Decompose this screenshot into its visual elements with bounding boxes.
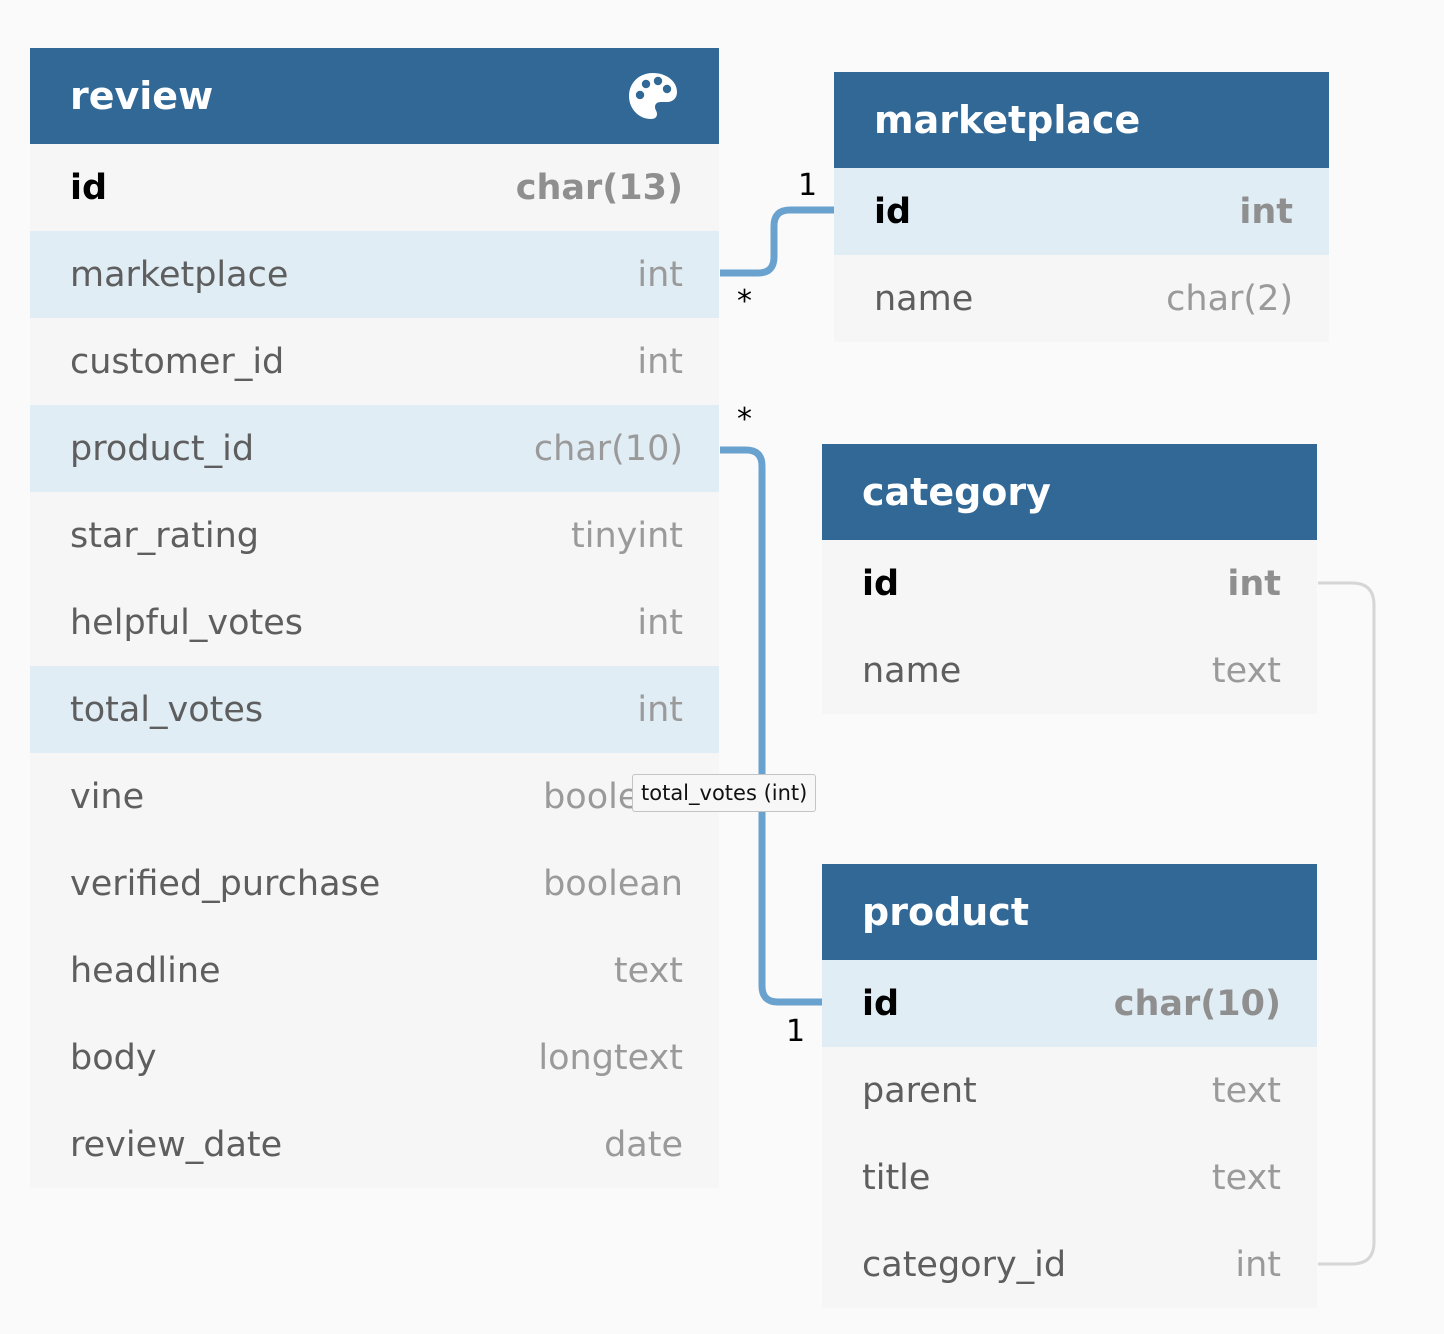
review-field-body[interactable]: body longtext [30,1014,719,1101]
field-type: boolean [543,863,683,904]
cardinality-marketplace-one: 1 [798,168,818,203]
field-name: title [862,1157,931,1198]
field-name: category_id [862,1244,1067,1285]
review-field-headline[interactable]: headline text [30,927,719,1014]
field-name: customer_id [70,341,285,382]
field-type: text [613,950,683,991]
field-name: vine [70,776,145,817]
review-field-product-id[interactable]: product_id char(10) [30,405,719,492]
cardinality-review-marketplace-many: * [737,284,752,319]
field-name: star_rating [70,515,259,556]
field-type: int [637,602,683,643]
field-type: char(10) [533,428,683,469]
palette-icon[interactable] [627,70,679,122]
field-type: int [637,341,683,382]
relation-review-marketplace[interactable] [720,206,834,277]
field-type: int [637,254,683,295]
relation-product-category[interactable] [1318,581,1376,1266]
review-field-id[interactable]: id char(13) [30,144,719,231]
table-title-category: category [862,470,1051,514]
review-field-verified-purchase[interactable]: verified_purchase boolean [30,840,719,927]
field-name: name [874,278,974,319]
field-name: total_votes [70,689,264,730]
category-field-name[interactable]: name text [822,627,1317,714]
review-field-marketplace[interactable]: marketplace int [30,231,719,318]
cardinality-review-product-many: * [737,402,752,437]
table-review[interactable]: review id char(13) marketplace int custome… [30,48,719,1188]
field-type: int [1235,1244,1281,1285]
cardinality-product-one: 1 [786,1014,806,1049]
table-title-marketplace: marketplace [874,98,1141,142]
table-header-product[interactable]: product [822,864,1317,960]
review-field-review-date[interactable]: review_date date [30,1101,719,1188]
field-type: char(10) [1113,983,1281,1024]
product-field-title[interactable]: title text [822,1134,1317,1221]
table-header-category[interactable]: category [822,444,1317,540]
field-name: id [70,167,108,208]
marketplace-field-id[interactable]: id int [834,168,1329,255]
field-type: text [1211,650,1281,691]
field-name: id [862,983,900,1024]
field-type: text [1211,1157,1281,1198]
review-field-customer-id[interactable]: customer_id int [30,318,719,405]
review-field-helpful-votes[interactable]: helpful_votes int [30,579,719,666]
field-type: char(2) [1166,278,1293,319]
category-field-id[interactable]: id int [822,540,1317,627]
field-type: int [1227,563,1281,604]
field-type: int [1239,191,1293,232]
field-name: product_id [70,428,255,469]
table-title-review: review [70,74,214,118]
product-field-parent[interactable]: parent text [822,1047,1317,1134]
field-name: verified_purchase [70,863,381,904]
product-field-id[interactable]: id char(10) [822,960,1317,1047]
review-field-star-rating[interactable]: star_rating tinyint [30,492,719,579]
table-category[interactable]: category id int name text [822,444,1317,714]
table-marketplace[interactable]: marketplace id int name char(2) [834,72,1329,342]
field-name: parent [862,1070,977,1111]
review-field-total-votes[interactable]: total_votes int [30,666,719,753]
field-type: char(13) [515,167,683,208]
relation-review-product[interactable] [720,446,822,1006]
field-name: id [874,191,912,232]
marketplace-field-name[interactable]: name char(2) [834,255,1329,342]
field-type: longtext [538,1037,683,1078]
field-name: marketplace [70,254,289,295]
field-name: review_date [70,1124,283,1165]
field-name: headline [70,950,221,991]
field-type: date [604,1124,683,1165]
field-name: id [862,563,900,604]
product-field-category-id[interactable]: category_id int [822,1221,1317,1308]
field-name: name [862,650,962,691]
table-header-marketplace[interactable]: marketplace [834,72,1329,168]
field-name: body [70,1037,157,1078]
field-tooltip: total_votes (int) [632,774,817,812]
table-title-product: product [862,890,1029,934]
field-type: text [1211,1070,1281,1111]
field-type: int [637,689,683,730]
field-name: helpful_votes [70,602,304,643]
field-type: tinyint [571,515,683,556]
table-header-review[interactable]: review [30,48,719,144]
